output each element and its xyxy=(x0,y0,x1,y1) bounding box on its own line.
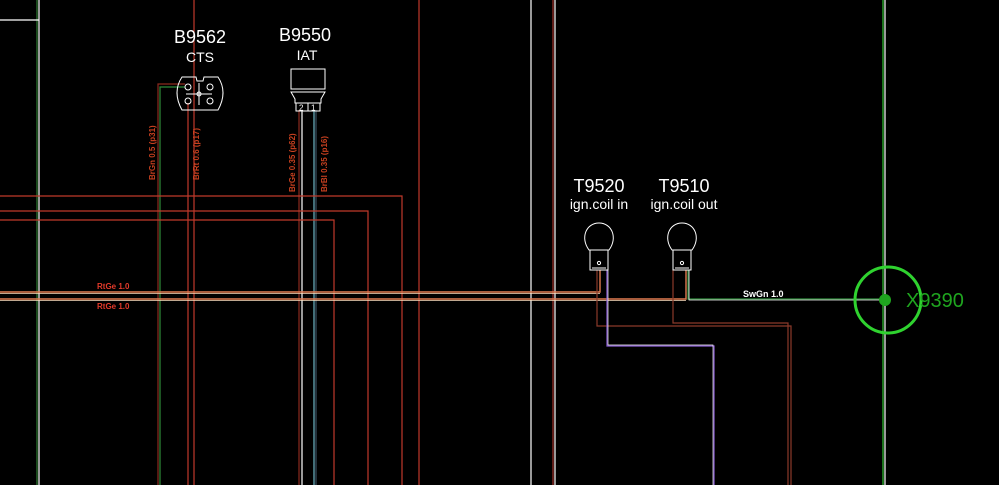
ground-x9390-id: X9390 xyxy=(906,290,964,312)
iat-connector-body-icon xyxy=(290,68,326,90)
bulb-glass-icon xyxy=(667,222,697,251)
connector-b9562-name: CTS xyxy=(186,49,214,65)
wire-purple-core xyxy=(607,270,714,485)
rtge-wires xyxy=(0,270,687,301)
bulb-contact xyxy=(596,260,602,266)
coil-wires xyxy=(596,270,884,485)
bulb-glass-icon xyxy=(584,222,614,251)
cts-pin-1 xyxy=(184,83,192,91)
ground-x9390[interactable]: X9390 xyxy=(853,265,964,335)
ground-ring-icon xyxy=(853,265,923,335)
iat-pin-2-label: 2 xyxy=(299,104,304,113)
connector-b9550[interactable]: B9550 IAT 2 1 xyxy=(279,25,331,113)
cts-pin-3 xyxy=(184,97,192,105)
ground-dot-icon xyxy=(879,294,891,306)
terminal-t9520-name: ign.coil in xyxy=(570,196,628,212)
wire-swgn-core xyxy=(688,270,884,301)
connector-b9562[interactable]: B9562 CTS xyxy=(174,27,226,111)
cts-pin-4 xyxy=(206,97,214,105)
wire-label-rtge-upper: RtGe 1.0 xyxy=(97,282,130,291)
bulb-base-icon xyxy=(672,249,692,271)
bulb-contact xyxy=(679,260,685,266)
wire-labels: BrGn 0.5 (p31) BrRt 0.6 (p17) BrGe 0.35 … xyxy=(97,125,784,311)
terminal-t9510-name: ign.coil out xyxy=(651,196,718,212)
stepped-red-wires xyxy=(0,0,403,485)
bulb-base-icon xyxy=(589,249,609,271)
cts-connector-body-icon xyxy=(176,76,224,111)
iat-connector-taper xyxy=(290,91,326,104)
wire-purple xyxy=(606,270,715,485)
wire-coil-out-dark xyxy=(672,270,789,485)
wire-label-brrt: BrRt 0.6 (p17) xyxy=(192,128,201,180)
wire-rtge-lower xyxy=(0,270,687,300)
cts-pin-2 xyxy=(206,83,214,91)
cts-wires xyxy=(157,83,189,485)
iat-pin-1-label: 1 xyxy=(311,104,316,113)
wire-brgn-cts xyxy=(159,86,185,485)
terminal-t9510[interactable]: T9510 ign.coil out xyxy=(651,176,718,271)
connector-b9550-id: B9550 xyxy=(279,25,331,45)
wire-label-rtge-lower: RtGe 1.0 xyxy=(97,302,130,311)
wire-label-brbl: BrBl 0.35 (p16) xyxy=(320,136,329,192)
wire-brgn-cts-outer xyxy=(157,83,185,485)
wire-red-step-3 xyxy=(0,219,335,485)
wire-red-step-2 xyxy=(0,210,369,485)
wire-rtge-upper xyxy=(0,270,601,293)
wire-red-step-1 xyxy=(0,195,403,485)
wire-swgn xyxy=(687,270,884,300)
terminal-t9520-id: T9520 xyxy=(573,176,624,196)
wire-label-brge: BrGe 0.35 (p62) xyxy=(288,133,297,192)
wire-label-swgn: SwGn 1.0 xyxy=(743,289,784,299)
wire-label-brgn: BrGn 0.5 (p31) xyxy=(148,125,157,180)
terminal-t9510-id: T9510 xyxy=(658,176,709,196)
terminal-t9520[interactable]: T9520 ign.coil in xyxy=(570,176,628,271)
connector-b9550-name: IAT xyxy=(297,47,318,63)
vertical-wires xyxy=(0,0,886,485)
iat-wires xyxy=(298,110,317,485)
connector-b9562-id: B9562 xyxy=(174,27,226,47)
wire-coil-in-dark xyxy=(596,270,792,485)
